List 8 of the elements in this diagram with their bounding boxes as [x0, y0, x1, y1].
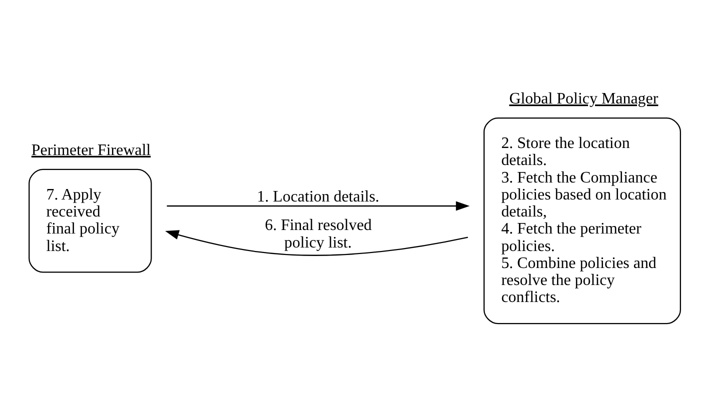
node-box: 2. Store the location details. 3. Fetch the Compliance policies based on location details, 4. Fetch the perimeter policies. 5. Combine policies and resolve the policy conflicts.: [484, 118, 681, 324]
node-label: Perimeter Firewall: [31, 142, 151, 159]
arrow: [165, 230, 468, 256]
arrow: [166, 201, 470, 211]
edge-label: 1. Location details.: [256, 188, 380, 206]
node-box: 7. Apply received final policy list.: [28, 168, 152, 273]
node-label: Global Policy Manager: [509, 90, 658, 108]
edge-label: 6. Final resolved policy list.: [264, 217, 372, 252]
